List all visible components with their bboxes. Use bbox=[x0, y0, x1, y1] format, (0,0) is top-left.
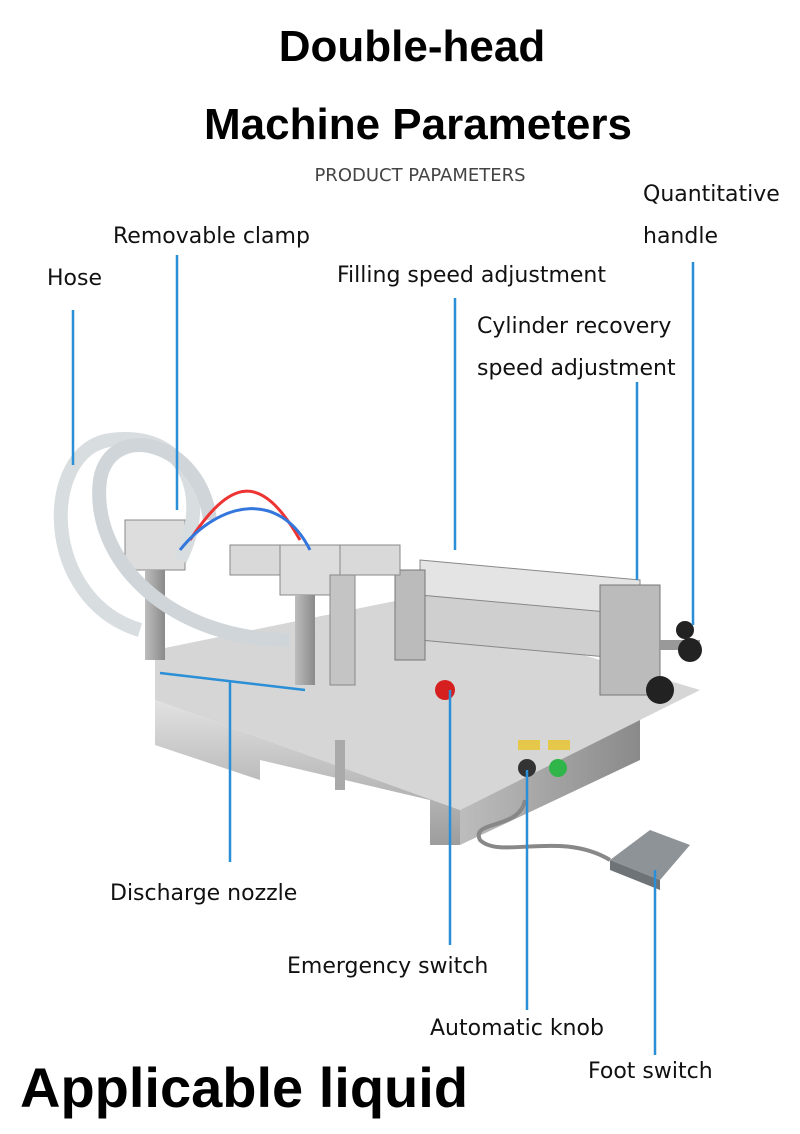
subtitle: PRODUCT PAPAMETERS bbox=[314, 165, 526, 186]
cylinders bbox=[229, 544, 702, 704]
title-line-2: Machine Parameters bbox=[204, 100, 632, 149]
leader-lines bbox=[71, 255, 695, 1055]
label-emergency-switch: Emergency switch bbox=[287, 954, 489, 979]
label-cylinder-recovery-2: speed adjustment bbox=[477, 356, 676, 381]
label-foot-switch: Foot switch bbox=[588, 1059, 713, 1084]
title-line-1: Double-head bbox=[278, 22, 546, 71]
label-quantitative-1: Quantitative bbox=[643, 182, 780, 207]
applicable-liquid-heading: Applicable liquid bbox=[20, 1056, 469, 1119]
label-automatic-knob: Automatic knob bbox=[430, 1016, 604, 1041]
label-removable-clamp: Removable clamp bbox=[113, 224, 310, 249]
filling-heads bbox=[124, 519, 356, 686]
hoses bbox=[53, 432, 312, 647]
label-cylinder-recovery-1: Cylinder recovery bbox=[477, 314, 672, 339]
label-hose: Hose bbox=[47, 266, 102, 291]
label-quantitative-2: handle bbox=[643, 224, 718, 249]
foot-switch-pedal bbox=[610, 830, 690, 890]
label-filling-speed: Filling speed adjustment bbox=[337, 263, 606, 288]
label-discharge-nozzle: Discharge nozzle bbox=[110, 881, 298, 906]
